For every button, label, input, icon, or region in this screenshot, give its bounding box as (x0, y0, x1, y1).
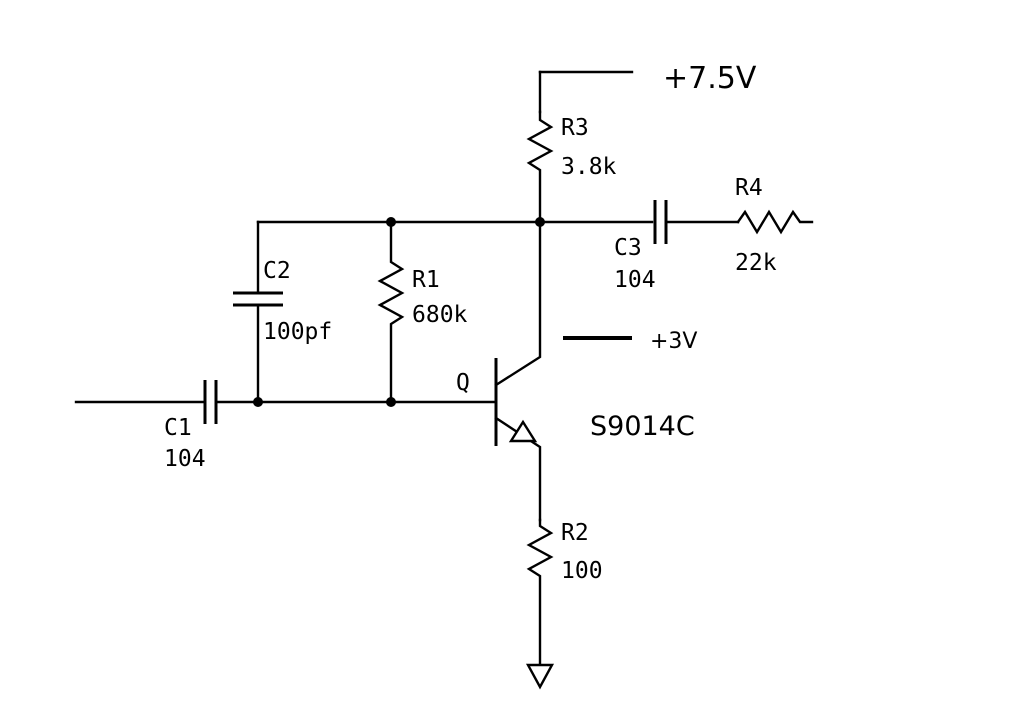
supply-label: +7.5V (663, 61, 757, 96)
c1-value: 104 (164, 446, 206, 472)
r1-ref: R1 (412, 267, 440, 293)
emitter-arrow (508, 419, 538, 443)
c3-value: 104 (614, 267, 656, 293)
capacitor-c1 (74, 380, 498, 424)
resistor-r3 (526, 110, 554, 224)
resistor-r2 (526, 518, 554, 667)
transistor-ref: Q (456, 370, 470, 396)
transistor-q (494, 220, 542, 522)
r1-value: 680k (412, 302, 468, 328)
resistor-r4 (736, 209, 814, 235)
supply-rail (538, 70, 634, 114)
r3-value: 3.8k (561, 154, 617, 180)
transistor-part: S9014C (590, 411, 695, 442)
r2-ref: R2 (561, 520, 589, 546)
c2-value: 100pf (263, 319, 332, 345)
r2-value: 100 (561, 558, 603, 584)
r3-ref: R3 (561, 115, 589, 141)
c2-ref: C2 (263, 258, 291, 284)
resistor-r1 (377, 220, 405, 404)
r4-value: 22k (735, 250, 777, 276)
capacitor-c3 (653, 200, 668, 244)
ground-symbol (525, 663, 555, 690)
capacitor-c2 (233, 220, 283, 404)
c1-ref: C1 (164, 415, 192, 441)
r4-ref: R4 (735, 175, 763, 201)
bias-note-label: +3V (650, 329, 697, 354)
c3-ref: C3 (614, 235, 642, 261)
